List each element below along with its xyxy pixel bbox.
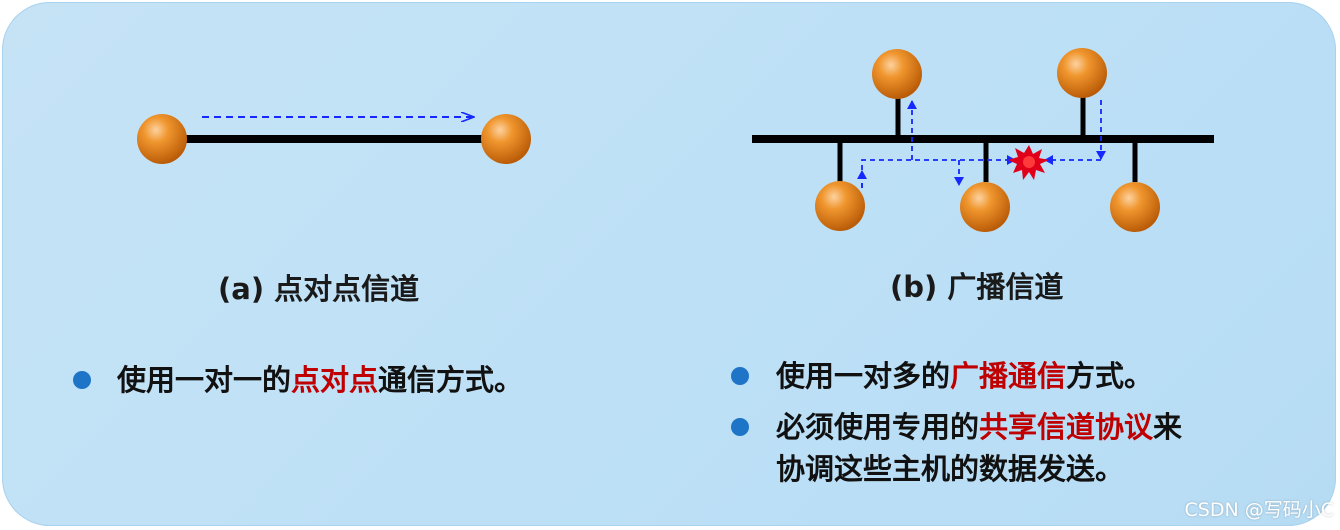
- right-bullet-2-continuation: 协调这些主机的数据发送。: [776, 447, 1124, 491]
- host-node-icon: [960, 182, 1010, 232]
- bullet-text: 通信方式。: [378, 363, 523, 397]
- bullet-dot-icon: [731, 418, 749, 436]
- left-bullet-1: 使用一对一的点对点通信方式。: [117, 358, 523, 402]
- host-node-icon: [1110, 182, 1160, 232]
- broadcast-diagram: [752, 48, 1214, 232]
- right-bullet-2: 必须使用专用的共享信道协议来: [776, 405, 1182, 449]
- collision-core: [1023, 156, 1035, 168]
- host-node-icon: [1057, 48, 1107, 98]
- right-bullet-1: 使用一对多的广播通信方式。: [776, 354, 1153, 398]
- bullet-text: 使用一对一的: [117, 363, 291, 397]
- host-node-icon: [481, 114, 531, 164]
- bullet-text: 必须使用专用的: [776, 410, 979, 444]
- caption-broadcast: (b) 广播信道: [890, 264, 1063, 306]
- bullet-highlight: 广播通信: [950, 359, 1066, 393]
- bullet-text: 方式。: [1066, 359, 1153, 393]
- bullet-dot-icon: [73, 371, 91, 389]
- bullet-highlight: 点对点: [291, 363, 378, 397]
- bullet-text: 来: [1153, 410, 1182, 444]
- host-node-icon: [815, 181, 865, 231]
- host-node-icon: [872, 49, 922, 99]
- watermark: CSDN @写码小C: [1185, 495, 1334, 522]
- bullet-text: 使用一对多的: [776, 359, 950, 393]
- caption-point-to-point: (a) 点对点信道: [218, 266, 419, 308]
- bullet-dot-icon: [731, 367, 749, 385]
- point-to-point-diagram: [137, 114, 531, 164]
- host-node-icon: [137, 114, 187, 164]
- bullet-highlight: 共享信道协议: [979, 410, 1153, 444]
